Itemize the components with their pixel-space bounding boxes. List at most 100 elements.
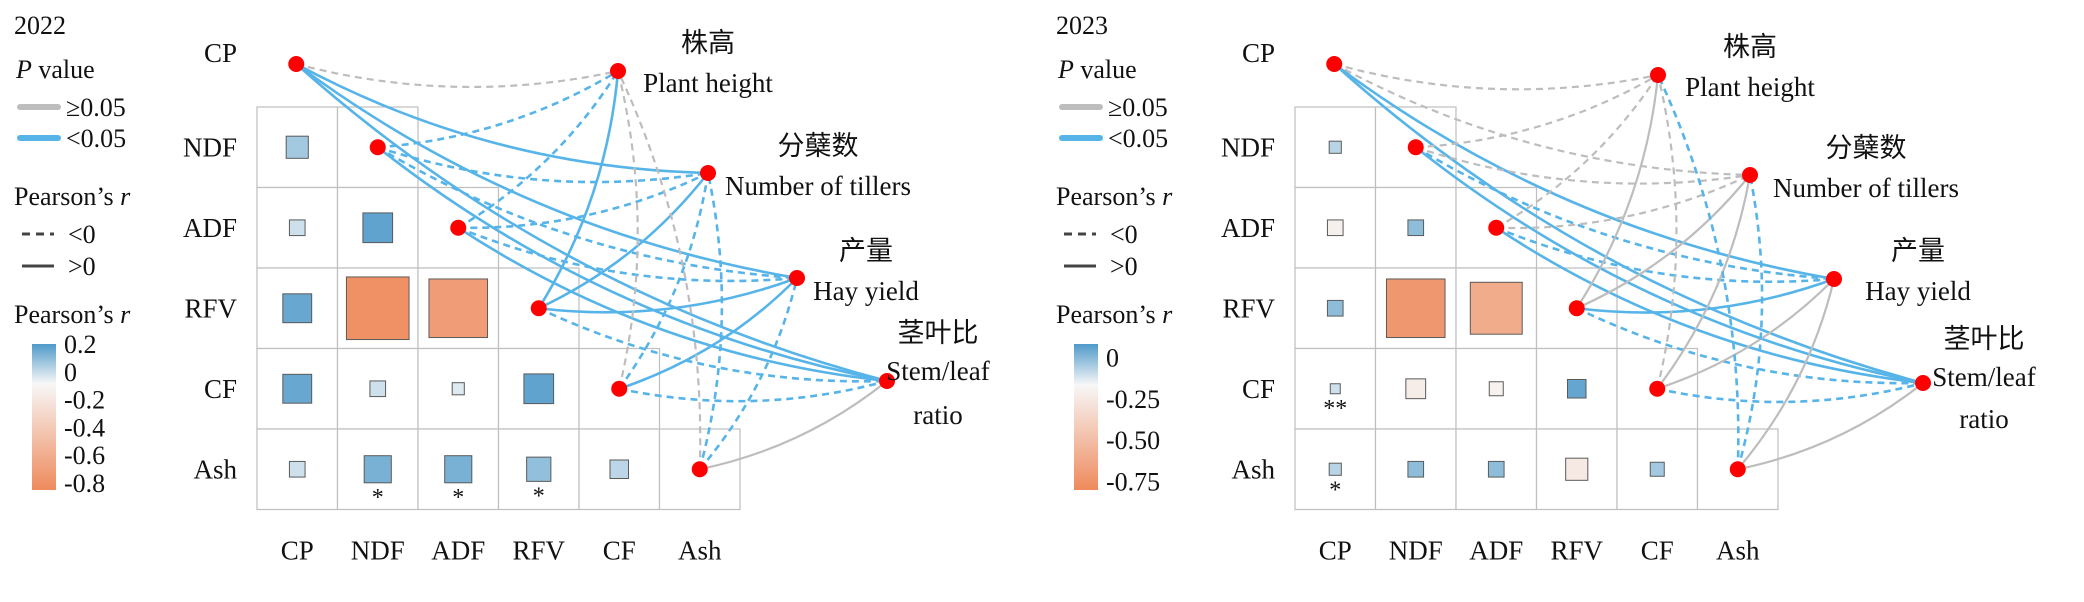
scale-tick: -0.25 [1106, 385, 1160, 414]
mantel-link [1415, 146, 1835, 281]
correlation-square [1407, 460, 1425, 478]
row-label: ADF [183, 213, 237, 243]
column-label: NDF [1389, 536, 1443, 566]
variable-node [1649, 380, 1666, 397]
target-label-en: Plant height [1685, 72, 1815, 102]
mantel-link [1736, 174, 1764, 470]
correlation-square [1328, 462, 1342, 476]
mantel-link [1495, 226, 1835, 283]
row-label: CP [1242, 38, 1275, 68]
target-label-en: Stem/leaf [886, 356, 989, 386]
mantel-link [377, 146, 709, 184]
mantel-link [1656, 74, 1740, 470]
scale-tick: -0.6 [64, 441, 105, 470]
correlation-square [282, 293, 313, 324]
target-label-en: Number of tillers [725, 171, 911, 201]
row-label: NDF [1221, 132, 1275, 162]
legend-label: >0 [68, 252, 96, 281]
mantel-link [618, 379, 888, 403]
row-label: Ash [1231, 454, 1275, 484]
correlation-square [1407, 219, 1425, 237]
target-node [610, 63, 626, 79]
mantel-link [1656, 74, 1678, 390]
correlation-square [444, 455, 473, 484]
row-label: RFV [184, 293, 237, 323]
year-label: 2023 [1056, 11, 1108, 40]
mantel-link [457, 226, 888, 383]
variable-node [450, 219, 467, 236]
mantel-link [618, 277, 798, 390]
significance-mark: * [372, 485, 384, 511]
correlation-square [1329, 383, 1341, 395]
legend-label: <0.05 [1108, 124, 1168, 153]
row-label: NDF [183, 132, 237, 162]
mantel-link [1575, 74, 1660, 309]
color-scale-bar [1074, 344, 1098, 490]
column-label: RFV [1550, 536, 1603, 566]
variable-node [369, 139, 386, 156]
mantel-link [538, 307, 888, 383]
mantel-link [1415, 74, 1659, 149]
correlation-square [609, 459, 630, 480]
scale-title: Pearson’s r [14, 300, 131, 329]
variable-node [530, 300, 547, 317]
column-label: Ash [678, 536, 722, 566]
mantel-link [537, 70, 620, 309]
mantel-link [1737, 382, 1924, 471]
mantel-link [1656, 278, 1835, 390]
target-node [1650, 67, 1666, 83]
target-node [789, 270, 805, 286]
correlation-square [451, 382, 465, 396]
mantel-links [295, 62, 888, 471]
mantel-link [1333, 62, 1835, 281]
variable-node [1568, 300, 1585, 317]
row-label: RFV [1222, 293, 1275, 323]
significance-mark: ** [1323, 396, 1347, 422]
correlation-square [369, 380, 387, 398]
correlation-square [282, 373, 313, 404]
correlation-square [526, 456, 552, 482]
correlation-square [1565, 457, 1589, 481]
variable-node [611, 380, 628, 397]
scale-title: Pearson’s r [1056, 300, 1173, 329]
scale-tick: -0.75 [1106, 468, 1160, 497]
scale-tick: -0.4 [64, 413, 105, 442]
mantel-link [1415, 146, 1751, 185]
mantel-link [1656, 381, 1924, 404]
target-label-en: ratio [1959, 404, 2008, 434]
mantel-link [617, 70, 702, 470]
mantel-link [698, 172, 724, 470]
scale-tick: 0 [64, 358, 77, 387]
mantel-link [295, 63, 888, 383]
correlation-square [1488, 381, 1504, 397]
variable-node [1488, 219, 1505, 236]
column-label: CP [281, 536, 314, 566]
variable-node [1729, 461, 1746, 478]
panel-2022: ***CPCPNDFNDFADFADFRFVRFVCFCFAshAsh株高Pla… [14, 11, 990, 566]
p-value-title: P value [1057, 55, 1137, 84]
correlation-square [428, 278, 489, 339]
pearson-title: Pearson’s r [14, 182, 131, 211]
mantel-link [1333, 63, 1924, 385]
mantel-link [376, 146, 888, 383]
scale-tick: -0.50 [1106, 426, 1160, 455]
variable-node [1407, 139, 1424, 156]
legend-label: <0 [68, 220, 96, 249]
correlation-square [285, 135, 309, 159]
mantel-links [1333, 62, 1924, 471]
mantel-link [377, 69, 619, 149]
column-label: NDF [351, 536, 405, 566]
correlation-square [1469, 281, 1523, 335]
column-label: CP [1319, 536, 1352, 566]
mantel-link [377, 146, 798, 280]
target-label-zh: 茎叶比 [1944, 324, 2025, 354]
color-scale-bar [32, 344, 56, 490]
correlation-square [1326, 219, 1344, 237]
column-label: RFV [512, 536, 565, 566]
target-node [700, 165, 716, 181]
scale-tick: 0 [1106, 343, 1119, 372]
mantel-link [1576, 174, 1751, 310]
target-label-en: Plant height [643, 68, 773, 98]
mantel-link [1656, 174, 1752, 390]
mantel-link [295, 62, 619, 89]
